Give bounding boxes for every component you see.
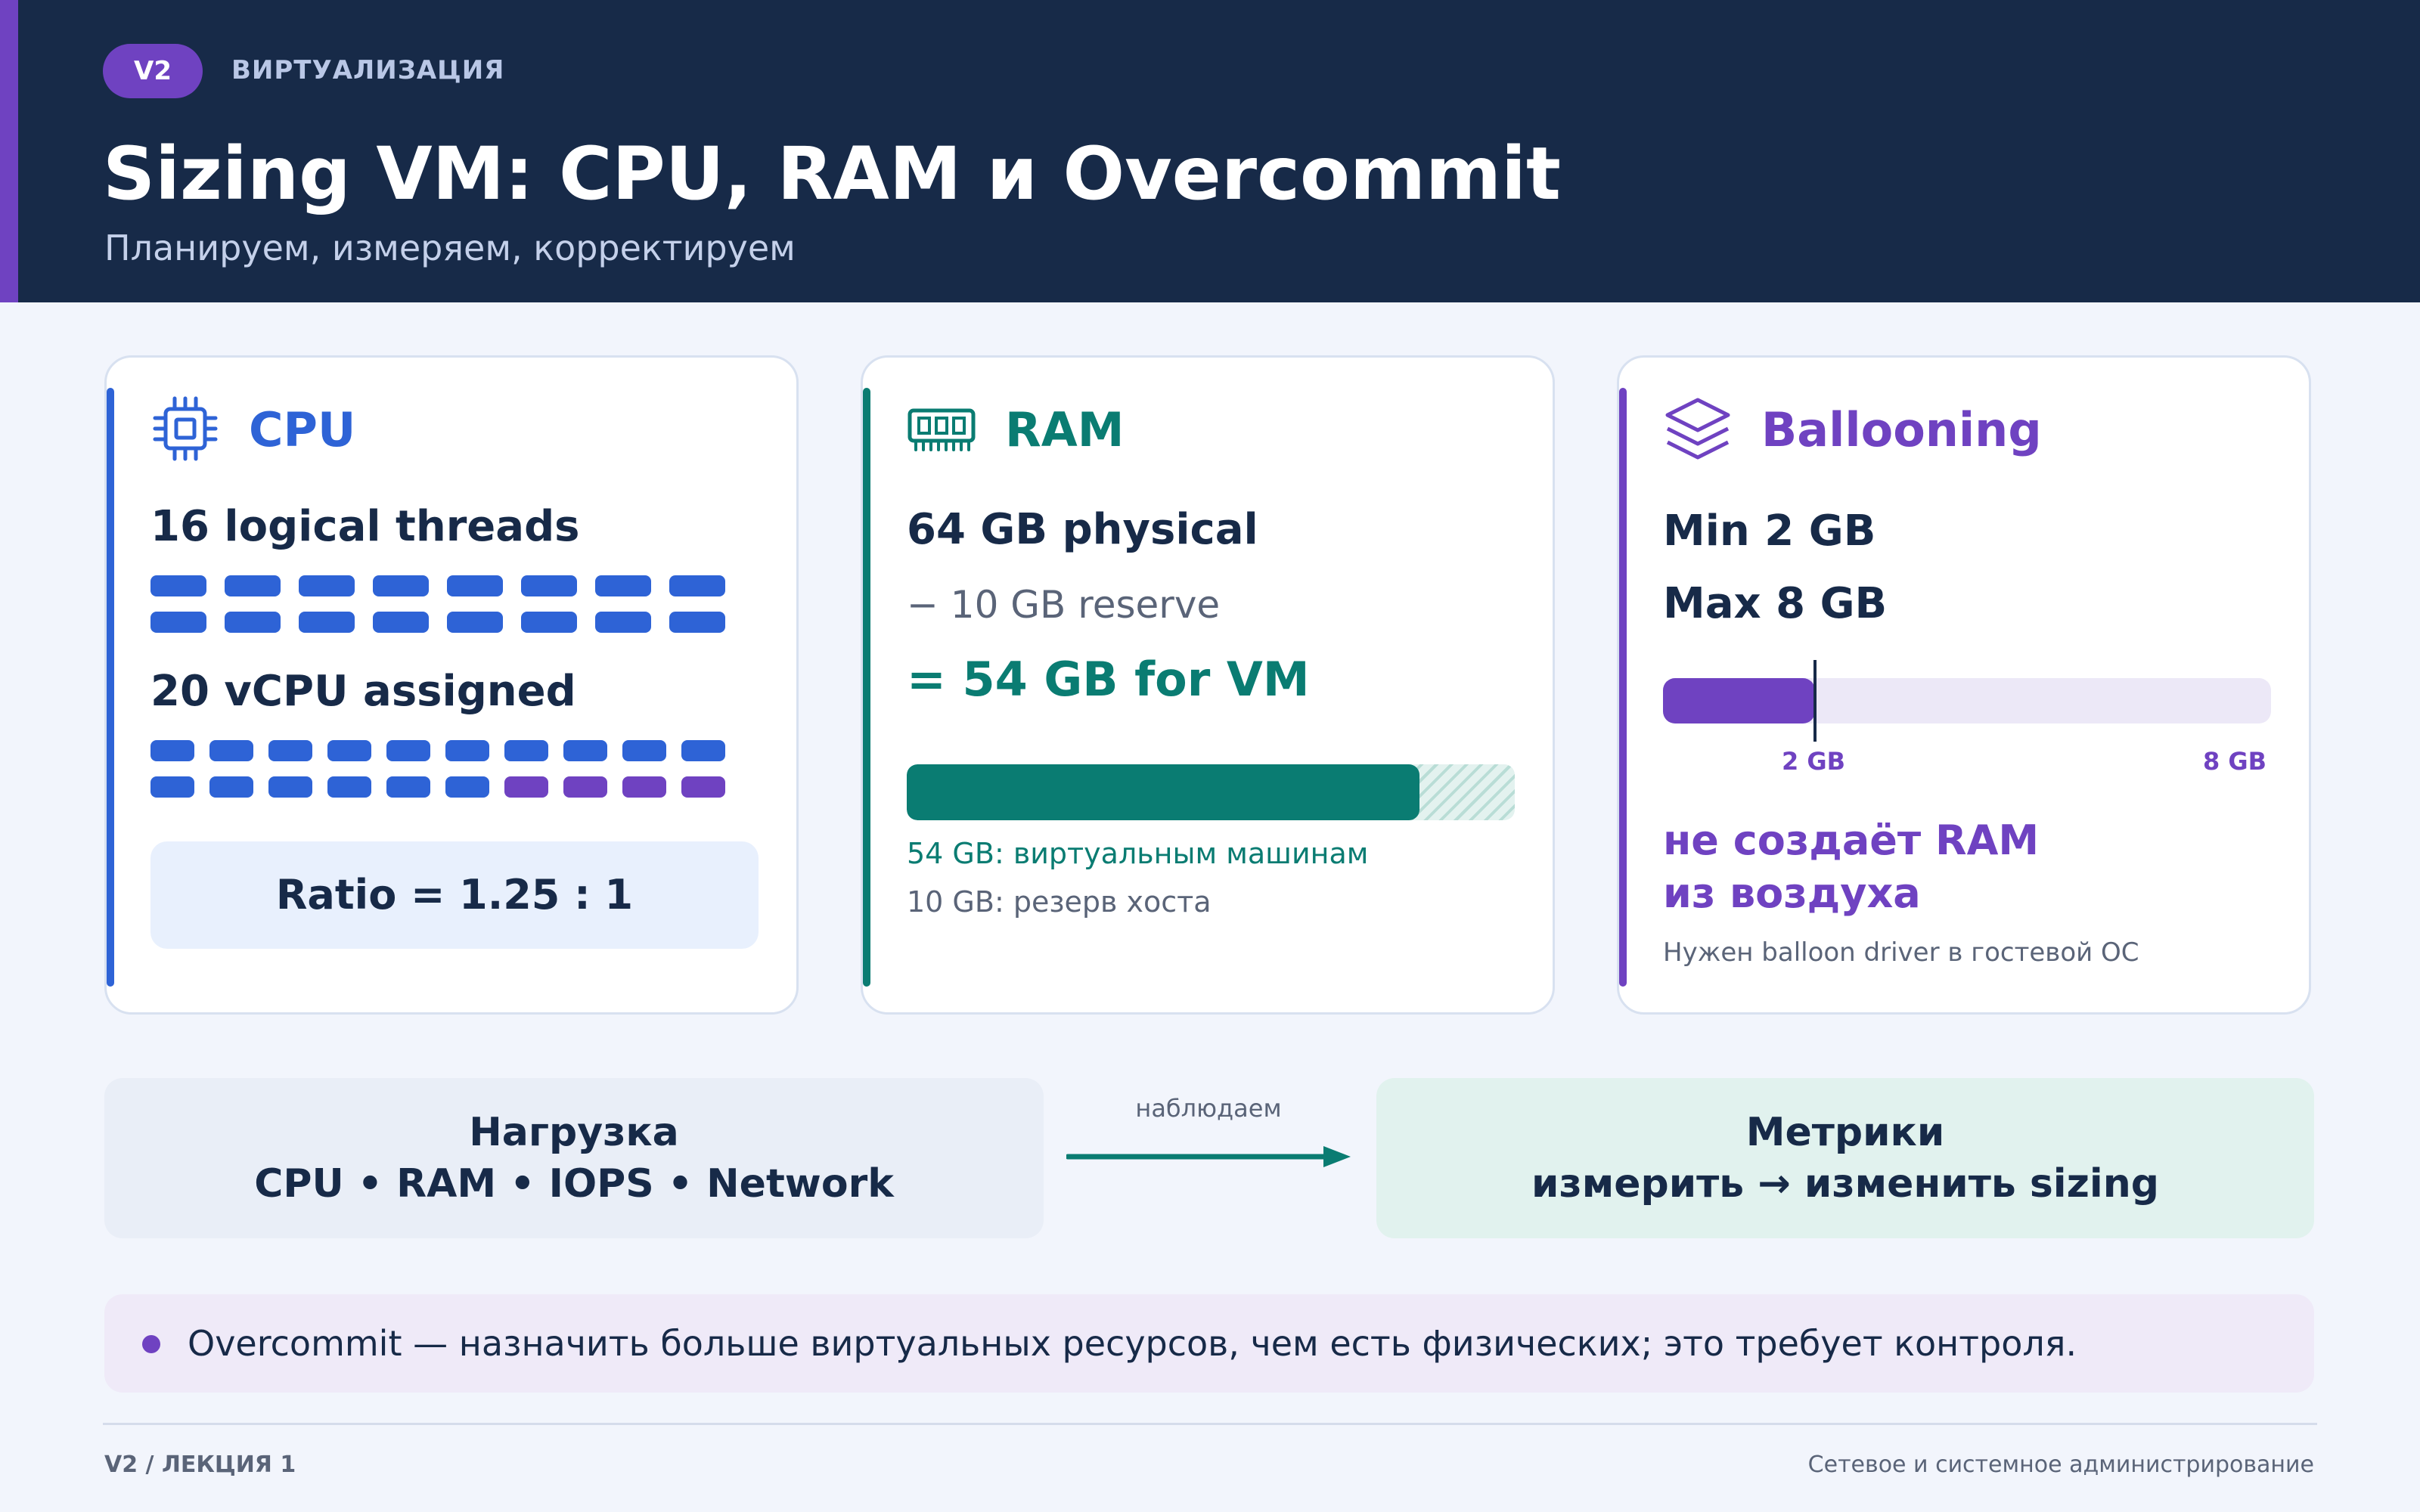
logical-thread-block xyxy=(150,575,206,596)
vcpu-overcommit-block xyxy=(563,776,607,798)
balloon-warning-line2: из воздуха xyxy=(1663,869,1921,917)
vcpu-block xyxy=(268,740,312,761)
logical-thread-block xyxy=(299,612,355,633)
logical-thread-block xyxy=(669,575,725,596)
logical-threads-label: 16 logical threads xyxy=(150,502,580,551)
cpu-card-accent-bar xyxy=(107,388,114,987)
vcpu-block xyxy=(327,740,371,761)
vcpu-block xyxy=(504,740,548,761)
balloon-max-label: Max 8 GB xyxy=(1663,579,1888,628)
header: V2 ВИРТУАЛИЗАЦИЯ Sizing VM: CPU, RAM и O… xyxy=(0,0,2420,302)
ram-physical-label: 64 GB physical xyxy=(907,505,1258,554)
arrow-right-icon xyxy=(1066,1146,1351,1167)
footer-lecture-label: V2 / ЛЕКЦИЯ 1 xyxy=(104,1452,296,1478)
load-box: Нагрузка CPU • RAM • IOPS • Network xyxy=(104,1078,1044,1238)
vcpu-block xyxy=(386,776,430,798)
overcommit-note-text: Overcommit — назначить больше виртуальны… xyxy=(188,1323,2077,1364)
logical-thread-block xyxy=(150,612,206,633)
cpu-chip-icon xyxy=(153,396,218,461)
ram-reserve-label: − 10 GB reserve xyxy=(907,583,1221,627)
ram-allocation-bar xyxy=(907,764,1515,820)
vcpu-block xyxy=(209,776,253,798)
vcpu-block xyxy=(150,740,194,761)
ram-legend-host: 10 GB: резерв хоста xyxy=(907,885,1212,919)
ram-host-reserve-segment xyxy=(1409,764,1515,820)
vcpu-overcommit-block xyxy=(622,776,666,798)
load-title: Нагрузка xyxy=(469,1110,679,1155)
vcpu-block xyxy=(622,740,666,761)
balloon-driver-note: Нужен balloon driver в гостевой ОС xyxy=(1663,937,2139,968)
overcommit-note: Overcommit — назначить больше виртуальны… xyxy=(104,1294,2314,1393)
vcpu-block xyxy=(445,776,489,798)
balloon-min-fill xyxy=(1663,678,1815,723)
vcpu-block xyxy=(268,776,312,798)
vcpu-block xyxy=(386,740,430,761)
logical-thread-block xyxy=(521,575,577,596)
balloon-range-track xyxy=(1663,660,2271,742)
footer-divider xyxy=(103,1423,2317,1425)
load-items: CPU • RAM • IOPS • Network xyxy=(254,1161,894,1207)
metrics-action: измерить → изменить sizing xyxy=(1531,1161,2159,1207)
logical-thread-block xyxy=(447,575,503,596)
layers-icon xyxy=(1665,398,1730,460)
vcpu-block xyxy=(681,740,725,761)
vcpu-block xyxy=(563,740,607,761)
logical-thread-block xyxy=(299,575,355,596)
page-subtitle: Планируем, измеряем, корректируем xyxy=(104,228,796,268)
balloon-tick-max: 8 GB xyxy=(2202,747,2266,776)
page-title: Sizing VM: CPU, RAM и Overcommit xyxy=(103,132,1561,216)
vcpu-overcommit-block xyxy=(504,776,548,798)
metrics-title: Метрики xyxy=(1745,1110,1945,1155)
logical-thread-block xyxy=(595,575,651,596)
logical-thread-block xyxy=(373,575,429,596)
ram-card-accent-bar xyxy=(863,388,870,987)
cpu-ratio-box: Ratio = 1.25 : 1 xyxy=(150,841,759,949)
balloon-tick-min: 2 GB xyxy=(1782,747,1846,776)
vcpu-assigned-label: 20 vCPU assigned xyxy=(150,667,576,716)
logical-thread-block xyxy=(595,612,651,633)
vcpu-block xyxy=(327,776,371,798)
balloon-min-marker xyxy=(1813,660,1817,742)
header-accent-bar xyxy=(0,0,18,302)
vcpu-block xyxy=(150,776,194,798)
vcpu-block xyxy=(445,740,489,761)
ram-vm-segment xyxy=(907,764,1419,820)
section-label: ВИРТУАЛИЗАЦИЯ xyxy=(231,55,505,85)
cpu-card-title: CPU xyxy=(249,402,356,457)
ram-vm-result: = 54 GB for VM xyxy=(907,652,1310,707)
ram-card-title: RAM xyxy=(1005,402,1125,457)
logical-thread-block xyxy=(225,575,281,596)
logical-thread-block xyxy=(669,612,725,633)
cpu-card: CPU 16 logical threads 20 vCPU assigned … xyxy=(104,355,799,1015)
vcpu-block xyxy=(209,740,253,761)
balloon-warning-line1: не создаёт RAM xyxy=(1663,816,2040,864)
logical-thread-block xyxy=(373,612,429,633)
logical-thread-block xyxy=(447,612,503,633)
ballooning-card-accent-bar xyxy=(1619,388,1627,987)
ram-card: RAM 64 GB physical − 10 GB reserve = 54 … xyxy=(861,355,1555,1015)
vcpu-overcommit-block xyxy=(681,776,725,798)
section-badge: V2 xyxy=(103,44,203,98)
observe-arrow-label: наблюдаем xyxy=(1135,1094,1282,1123)
logical-thread-block xyxy=(225,612,281,633)
ram-legend-vm: 54 GB: виртуальным машинам xyxy=(907,837,1369,870)
balloon-min-label: Min 2 GB xyxy=(1663,507,1876,556)
logical-thread-block xyxy=(521,612,577,633)
footer-course-name: Сетевое и системное администрирование xyxy=(1807,1452,2314,1478)
metrics-box: Метрики измерить → изменить sizing xyxy=(1376,1078,2314,1238)
ballooning-card-title: Ballooning xyxy=(1761,402,2042,457)
memory-module-icon xyxy=(908,408,976,451)
bullet-dot-icon xyxy=(142,1335,160,1353)
ballooning-card: Ballooning Min 2 GB Max 8 GB 2 GB 8 GB н… xyxy=(1617,355,2311,1015)
